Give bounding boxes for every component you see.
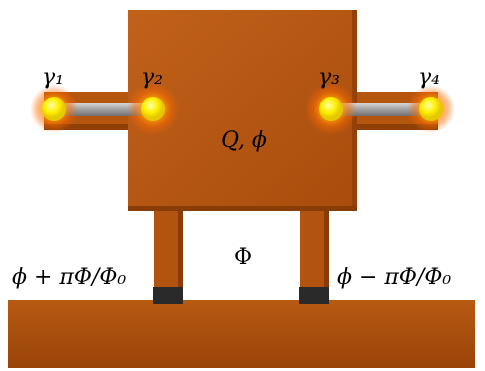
- majorana-mode-4: [407, 85, 455, 133]
- label-phase-right: ϕ − πΦ/Φ₀: [337, 265, 451, 290]
- label-gamma-1: γ₁: [42, 65, 64, 90]
- label-flux: Φ: [234, 245, 252, 270]
- label-gamma-3: γ₃: [318, 65, 340, 90]
- right-junction: [299, 287, 329, 304]
- majorana-mode-2: [127, 83, 179, 135]
- label-island-charge-phase: Q, ϕ: [221, 128, 267, 153]
- label-gamma-4: γ₄: [418, 65, 440, 90]
- majorana-mode-1: [30, 85, 78, 133]
- label-phase-left: ϕ + πΦ/Φ₀: [12, 265, 126, 290]
- majorana-mode-3: [305, 83, 357, 135]
- base-superconductor: [8, 300, 475, 368]
- label-gamma-2: γ₂: [141, 65, 163, 90]
- left-junction: [153, 287, 183, 304]
